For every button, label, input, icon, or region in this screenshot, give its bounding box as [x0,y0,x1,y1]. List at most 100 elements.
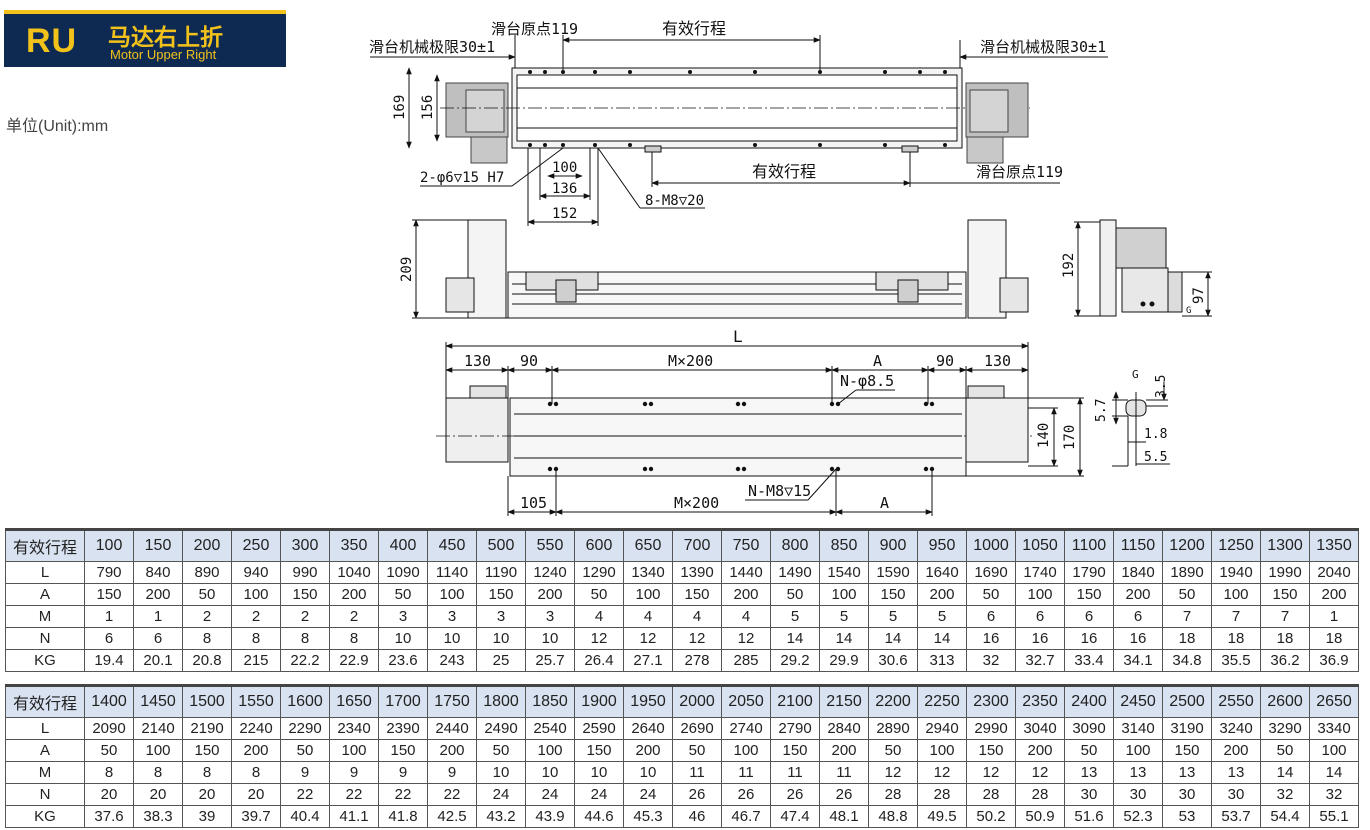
table-cell: 26 [672,783,722,806]
table-cell: 11 [819,761,869,784]
stroke-header-cell: 150 [133,529,183,562]
table-cell: 10 [378,627,428,650]
table-cell: 50 [182,583,232,606]
stroke-header-cell: 2400 [1064,685,1114,718]
table-cell: 150 [378,739,428,762]
stroke-header-cell: 1300 [1260,529,1310,562]
table-cell: 24 [525,783,575,806]
table-cell: 4 [623,605,673,628]
table-cell: 200 [1211,739,1261,762]
stroke-header-cell: 650 [623,529,673,562]
stroke-header-cell: 700 [672,529,722,562]
table-cell: 2 [231,605,281,628]
table-cell: 34.1 [1113,649,1163,672]
table-cell: 5 [819,605,869,628]
table-cell: 42.5 [427,805,477,828]
dim-105-label: 105 [520,494,547,512]
table-cell: 3040 [1015,717,1065,740]
table-cell: 150 [672,583,722,606]
table-cell: 100 [721,739,771,762]
row-label-cell: L [5,717,85,740]
row-label-cell: N [5,627,85,650]
n-m8-label: N-M8▽15 [748,482,811,500]
table-cell: 313 [917,649,967,672]
table-cell: 22 [280,783,330,806]
table-cell: 100 [525,739,575,762]
stroke-header-cell: 2200 [868,685,918,718]
stroke-header-cell: 2350 [1015,685,1065,718]
table-cell: 43.9 [525,805,575,828]
table-cell: 16 [1113,627,1163,650]
stroke-header-cell: 550 [525,529,575,562]
table-cell: 2540 [525,717,575,740]
table-cell: 6 [133,627,183,650]
table-cell: 5 [770,605,820,628]
table-cell: 10 [623,761,673,784]
table-cell: 52.3 [1113,805,1163,828]
table-cell: 12 [1015,761,1065,784]
detail-view [1112,382,1170,467]
stroke-header-cell: 1800 [476,685,526,718]
table-cell: 2640 [623,717,673,740]
table-cell: 14 [917,627,967,650]
table-cell: 12 [868,761,918,784]
stroke-header-cell: 1650 [329,685,379,718]
table-cell: 41.1 [329,805,379,828]
model-title-zh: 马达右上折 [108,25,223,51]
dim-130-left-label: 130 [464,352,491,370]
slide-origin-top-label: 滑台原点119 [491,20,578,38]
table-cell: 1790 [1064,561,1114,584]
stroke-header-cell: 2450 [1113,685,1163,718]
table-cell: 200 [917,583,967,606]
table-cell: 14 [1309,761,1359,784]
stroke-header-cell: 350 [329,529,379,562]
dim-192-label: 192 [1061,253,1077,278]
stroke-header-cell: 1050 [1015,529,1065,562]
table-cell: 18 [1309,627,1359,650]
table-cell: 14 [868,627,918,650]
table-cell: 12 [966,761,1016,784]
table-cell: 2 [329,605,379,628]
stroke-header-cell: 1250 [1211,529,1261,562]
table-cell: 790 [84,561,134,584]
top-view [370,35,1108,226]
dim-169-label: 169 [392,95,408,120]
stroke-header-cell: 900 [868,529,918,562]
table-cell: 215 [231,649,281,672]
stroke-header-cell: 1150 [1113,529,1163,562]
table-cell: 26 [721,783,771,806]
table-cell: 1090 [378,561,428,584]
table-cell: 36.9 [1309,649,1359,672]
table-cell: 54.4 [1260,805,1310,828]
table-cell: 2240 [231,717,281,740]
table-cell: 10 [427,627,477,650]
table-cell: 32 [966,649,1016,672]
table-cell: 1990 [1260,561,1310,584]
row-label-cell: KG [5,649,85,672]
table-cell: 150 [1260,583,1310,606]
table-cell: 13 [1162,761,1212,784]
table-cell: 10 [525,627,575,650]
table-cell: 1590 [868,561,918,584]
table-cell: 2390 [378,717,428,740]
table-cell: 28 [917,783,967,806]
table-cell: 2290 [280,717,330,740]
table-cell: 22 [427,783,477,806]
table-cell: 2990 [966,717,1016,740]
table-cell: 20 [133,783,183,806]
stroke-header-cell: 500 [476,529,526,562]
table-cell: 2590 [574,717,624,740]
dim-5-5-label: 5.5 [1144,450,1167,465]
dim-100-label: 100 [552,160,577,176]
row-label-cell: M [5,605,85,628]
stroke-header-cell: 400 [378,529,428,562]
table-cell: 3 [525,605,575,628]
table-cell: 22.2 [280,649,330,672]
table-cell: 30.6 [868,649,918,672]
table-cell: 25.7 [525,649,575,672]
table-cell: 200 [623,739,673,762]
stroke-header-cell: 2050 [721,685,771,718]
table-cell: 278 [672,649,722,672]
